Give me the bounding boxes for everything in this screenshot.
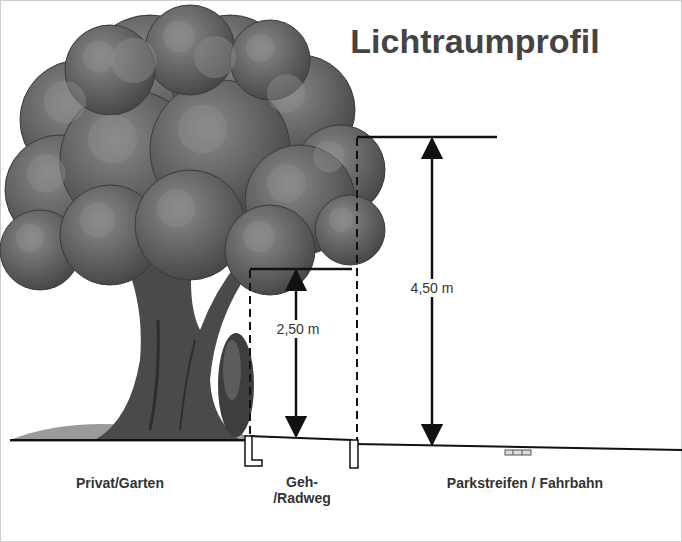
diagram-title: Lichtraumprofil bbox=[350, 22, 599, 61]
leaf-highlight bbox=[329, 207, 354, 232]
leaf-highlight bbox=[194, 36, 236, 78]
area-label: Parkstreifen / Fahrbahn bbox=[447, 475, 603, 491]
leaf-highlight bbox=[267, 164, 306, 203]
dimension-label: 4,50 m bbox=[408, 279, 457, 297]
leaf-highlight bbox=[27, 154, 66, 193]
height-limit bbox=[250, 268, 352, 271]
dimension-label: 2,50 m bbox=[274, 320, 323, 338]
drain-grate bbox=[505, 450, 531, 455]
drain-grate-bars bbox=[513, 450, 522, 455]
leaf-highlight bbox=[163, 21, 195, 53]
leaf-highlight bbox=[111, 38, 157, 84]
leaf-highlight bbox=[246, 34, 274, 62]
curb-stone bbox=[350, 440, 358, 468]
height-limit bbox=[357, 136, 497, 139]
clearance-line bbox=[356, 138, 358, 440]
leaf-highlight bbox=[243, 221, 275, 253]
leaf-highlight bbox=[80, 203, 115, 238]
leaf-highlight bbox=[88, 115, 137, 164]
leaf-highlight bbox=[267, 74, 306, 113]
tree-canopy bbox=[0, 5, 385, 295]
leaf-cluster bbox=[145, 5, 235, 95]
leaf-highlight bbox=[83, 41, 115, 73]
dimension-arrow bbox=[295, 271, 298, 436]
leaf-highlight bbox=[157, 189, 196, 228]
area-label: Geh- /Radweg bbox=[269, 474, 335, 506]
ground-line bbox=[10, 436, 682, 450]
leaf-highlight bbox=[16, 224, 44, 252]
curb-stone bbox=[245, 436, 262, 466]
leaf-cluster bbox=[315, 195, 385, 265]
hedge-bush-light bbox=[223, 340, 241, 400]
leaf-highlight bbox=[44, 81, 86, 123]
leaf-highlight bbox=[178, 105, 227, 154]
hedge-bush bbox=[218, 333, 254, 437]
clearance-line bbox=[249, 270, 251, 434]
leaf-cluster bbox=[225, 205, 315, 295]
area-label: Privat/Garten bbox=[76, 475, 164, 491]
leaf-highlight bbox=[313, 141, 345, 173]
